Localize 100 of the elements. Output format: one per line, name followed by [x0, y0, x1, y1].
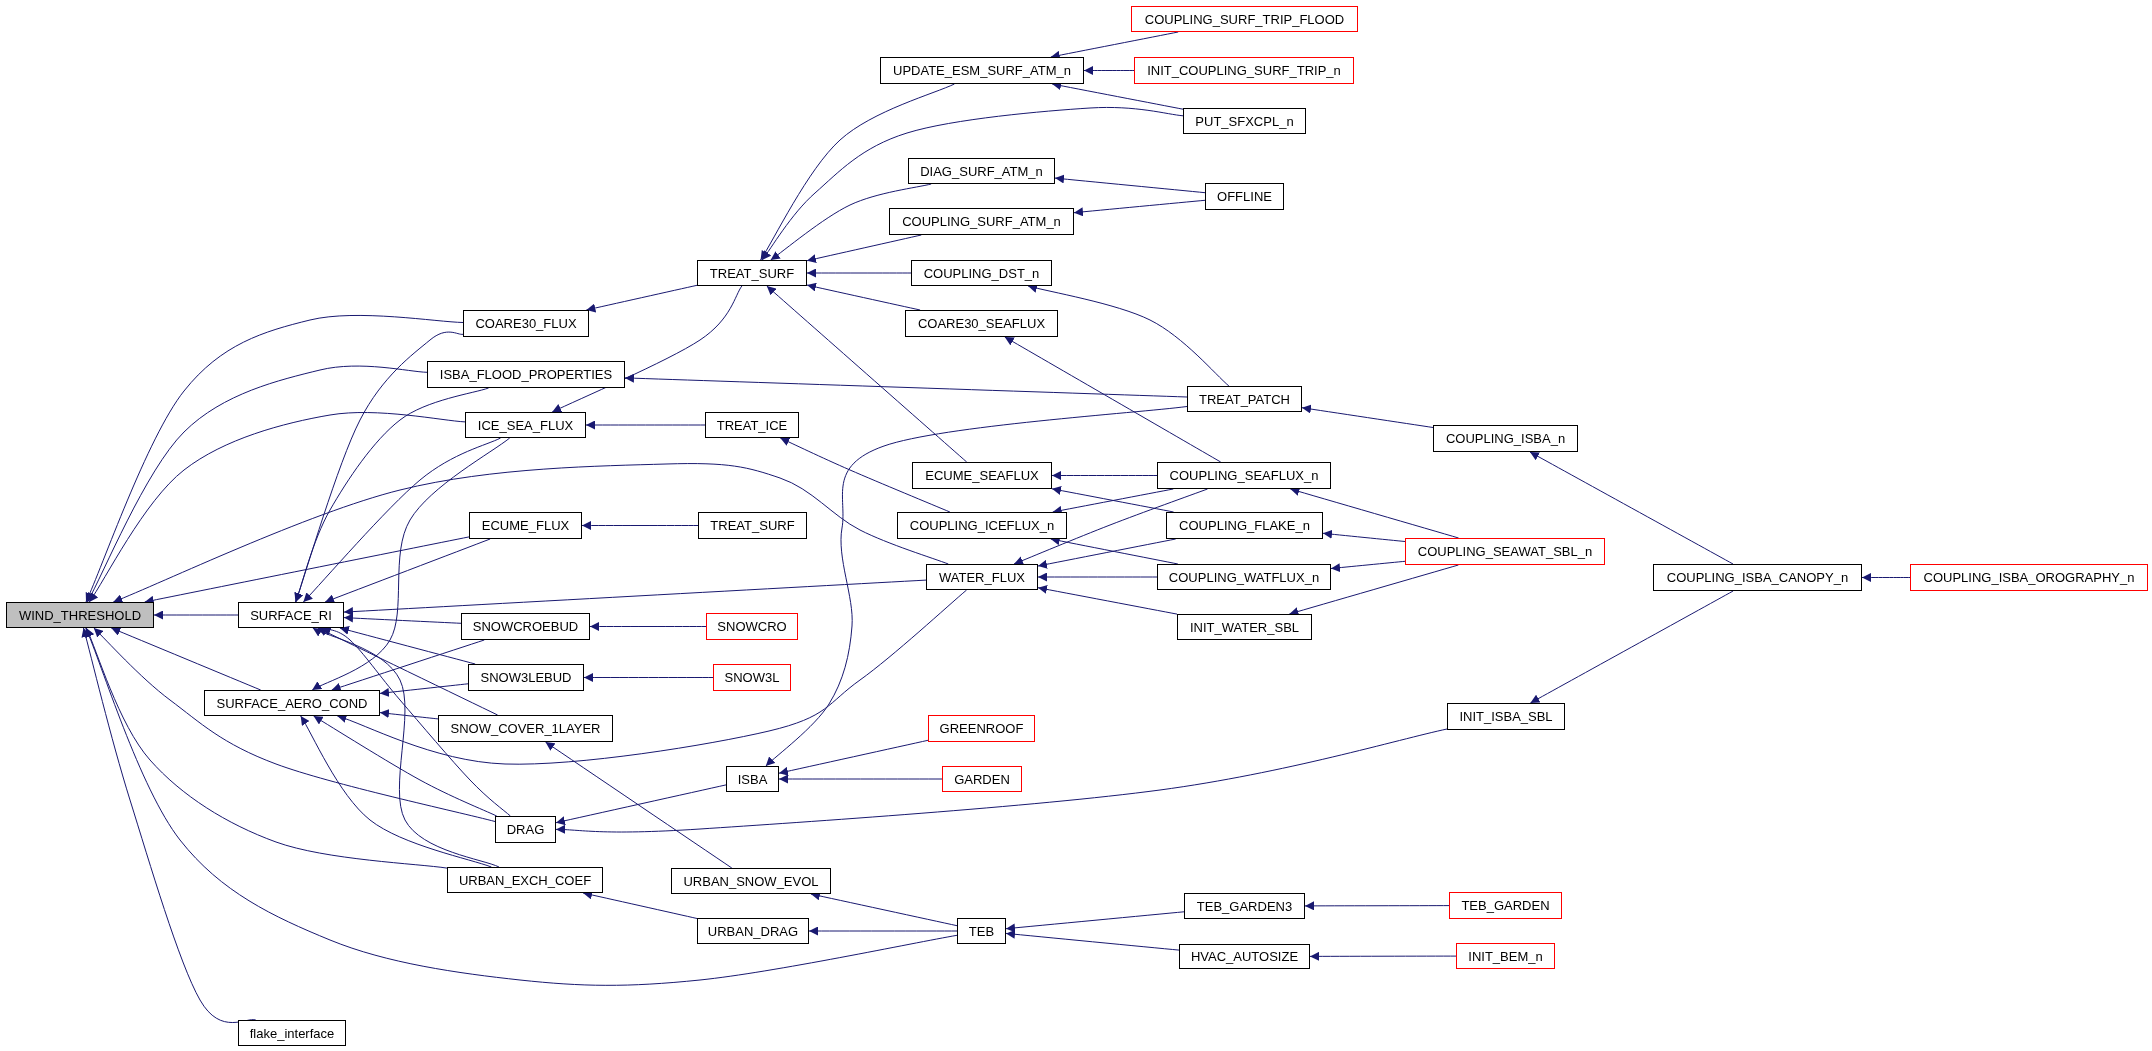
call-arrow	[1309, 951, 1457, 961]
call-arrow	[770, 183, 932, 261]
function-box: HVAC_AUTOSIZE	[1179, 944, 1310, 969]
function-box: COARE30_SEAFLUX	[905, 310, 1058, 337]
function-box: TEB	[957, 918, 1006, 944]
call-arrow	[153, 610, 239, 620]
call-arrow	[778, 774, 943, 784]
call-arrow	[1301, 404, 1434, 428]
call-arrow	[343, 579, 927, 617]
call-arrow	[806, 234, 922, 264]
call-arrow	[1322, 529, 1406, 542]
function-box: GARDEN	[942, 766, 1022, 792]
call-arrow	[555, 784, 727, 826]
function-box: INIT_BEM_n	[1456, 943, 1555, 969]
call-arrow	[1073, 199, 1206, 217]
function-box: DIAG_SURF_ATM_n	[908, 158, 1055, 184]
function-box: ISBA	[726, 766, 779, 792]
call-arrow	[1083, 66, 1135, 75]
call-arrow	[760, 83, 955, 261]
call-arrow	[1005, 929, 1180, 951]
function-box: TREAT_SURF	[697, 260, 807, 286]
call-arrow	[85, 315, 464, 603]
function-box: COUPLING_DST_n	[911, 260, 1052, 286]
call-arrow	[1529, 451, 1734, 565]
call-arrow	[545, 741, 733, 869]
call-arrow	[765, 406, 1188, 767]
function-box: COUPLING_SEAFLUX_n	[1157, 462, 1331, 489]
call-arrow	[1037, 572, 1158, 582]
call-arrow	[1013, 488, 1208, 565]
call-arrow	[806, 268, 912, 278]
function-box: SNOW3LEBUD	[468, 664, 584, 691]
function-box: COUPLING_FLAKE_n	[1166, 512, 1323, 539]
call-arrow	[761, 107, 1184, 261]
function-box: SNOW3L	[713, 664, 791, 691]
call-arrow	[379, 709, 439, 720]
function-box: ICE_SEA_FLUX	[465, 412, 586, 438]
call-arrow	[624, 373, 1188, 398]
call-arrow	[343, 613, 462, 624]
call-arrow	[585, 420, 706, 430]
call-arrow	[806, 282, 921, 311]
call-arrow	[1289, 487, 1460, 539]
function-box: SNOWCRO	[706, 613, 798, 640]
function-box: UPDATE_ESM_SURF_ATM_n	[880, 57, 1084, 84]
call-arrow	[93, 627, 496, 822]
call-arrow	[1861, 573, 1911, 582]
function-box: COUPLING_ISBA_CANOPY_n	[1653, 564, 1862, 591]
call-arrow	[1330, 560, 1406, 573]
function-box: TREAT_PATCH	[1187, 386, 1302, 412]
function-box: WATER_FLUX	[926, 564, 1038, 590]
function-box: DRAG	[495, 816, 556, 843]
function-box: PUT_SFXCPL_n	[1183, 108, 1306, 134]
call-arrow	[1529, 590, 1734, 704]
call-arrow	[555, 728, 1448, 835]
function-box: SURFACE_RI	[238, 602, 344, 628]
function-box: OFFLINE	[1205, 183, 1284, 210]
call-arrow	[112, 463, 949, 603]
function-box: COUPLING_WATFLUX_n	[1157, 564, 1331, 590]
function-box: WIND_THRESHOLD	[6, 602, 154, 628]
call-arrow	[294, 387, 490, 603]
call-arrow	[808, 926, 958, 936]
call-arrow	[313, 715, 498, 817]
function-box: INIT_COUPLING_SURF_TRIP_n	[1134, 57, 1354, 84]
call-arrow	[551, 285, 743, 413]
function-box: COUPLING_ISBA_n	[1433, 425, 1578, 452]
call-arrow	[379, 683, 469, 697]
function-box: SURFACE_AERO_COND	[204, 690, 380, 716]
function-box: SNOW_COVER_1LAYER	[438, 715, 613, 742]
call-arrow	[302, 437, 502, 603]
call-arrow	[86, 365, 428, 603]
function-box: COARE30_FLUX	[463, 310, 589, 337]
call-arrow	[1304, 901, 1450, 911]
call-arrow	[85, 627, 958, 986]
call-arrow	[583, 673, 714, 682]
function-box: COUPLING_SURF_TRIP_FLOOD	[1131, 6, 1358, 32]
call-arrow	[589, 622, 707, 631]
call-arrow	[300, 715, 492, 868]
call-arrow	[110, 627, 262, 691]
function-box: flake_interface	[238, 1020, 346, 1046]
function-box: ECUME_SEAFLUX	[912, 462, 1052, 489]
call-arrow	[294, 331, 464, 603]
call-arrow	[1288, 564, 1459, 616]
function-box: INIT_ISBA_SBL	[1447, 703, 1565, 730]
call-arrow	[311, 437, 511, 691]
function-box: TEB_GARDEN	[1449, 892, 1562, 919]
function-box: TREAT_SURF	[698, 512, 807, 539]
call-arrow	[1005, 911, 1185, 933]
function-box: COUPLING_SEAWAT_SBL_n	[1405, 538, 1605, 565]
function-box: SNOWCROEBUD	[461, 613, 590, 640]
function-box: COUPLING_ICEFLUX_n	[897, 512, 1067, 539]
call-arrow	[1037, 584, 1178, 615]
call-arrow	[88, 412, 466, 603]
call-arrow	[331, 639, 485, 692]
function-box: COUPLING_SURF_ATM_n	[889, 208, 1074, 235]
function-box: COUPLING_ISBA_OROGRAPHY_n	[1910, 564, 2148, 591]
call-arrow	[1054, 174, 1206, 194]
function-box: URBAN_SNOW_EVOL	[671, 868, 831, 894]
function-box: URBAN_EXCH_COEF	[447, 867, 603, 893]
function-box: GREENROOF	[928, 715, 1035, 742]
call-arrow	[324, 538, 491, 603]
call-arrow	[339, 625, 476, 665]
